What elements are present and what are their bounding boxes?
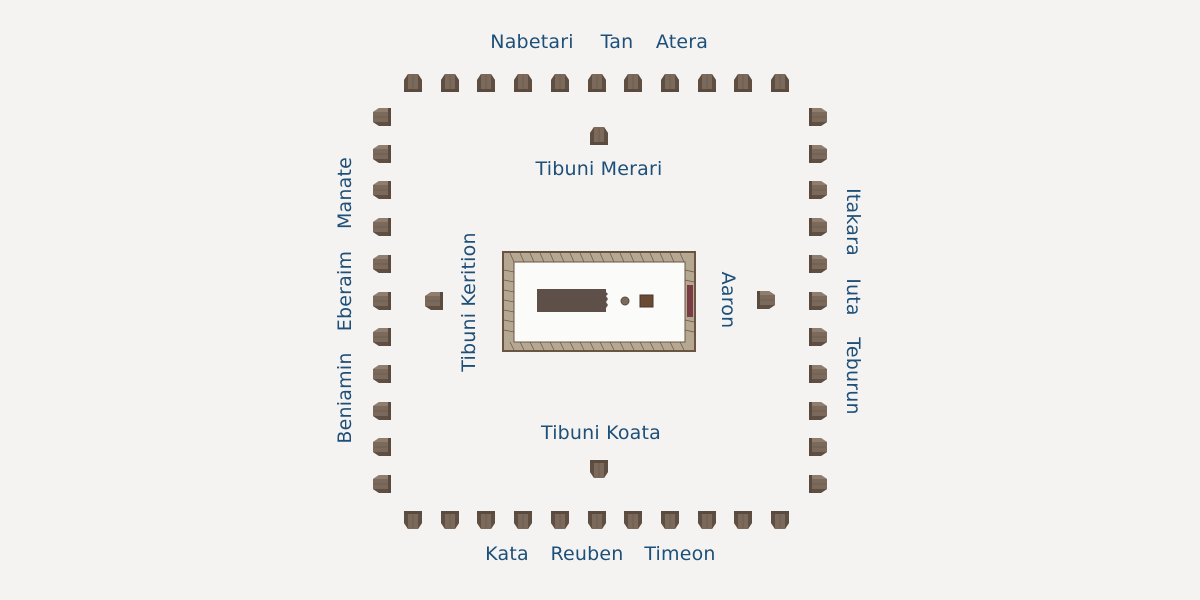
label-inner-south: Tibuni Koata (540, 422, 662, 444)
inner-sanctum-veil (537, 289, 608, 312)
north-tent-row (403, 73, 790, 93)
entrance-curtain (687, 285, 693, 317)
label-inner-north: Tibuni Merari (535, 158, 663, 180)
label-north-atera: Atera (655, 31, 709, 53)
laver (620, 296, 630, 306)
west-tent-column (372, 107, 392, 494)
label-south-kata: Kata (485, 543, 529, 565)
label-south-reuben: Reuben (550, 543, 624, 565)
east-tent-column (808, 107, 828, 494)
altar (639, 294, 654, 308)
label-south-timeon: Timeon (644, 543, 716, 565)
tabernacle (502, 251, 696, 352)
label-north-nabetari: Nabetari (490, 31, 574, 53)
label-north-tan: Tan (600, 31, 634, 53)
south-tent-row (403, 510, 790, 530)
